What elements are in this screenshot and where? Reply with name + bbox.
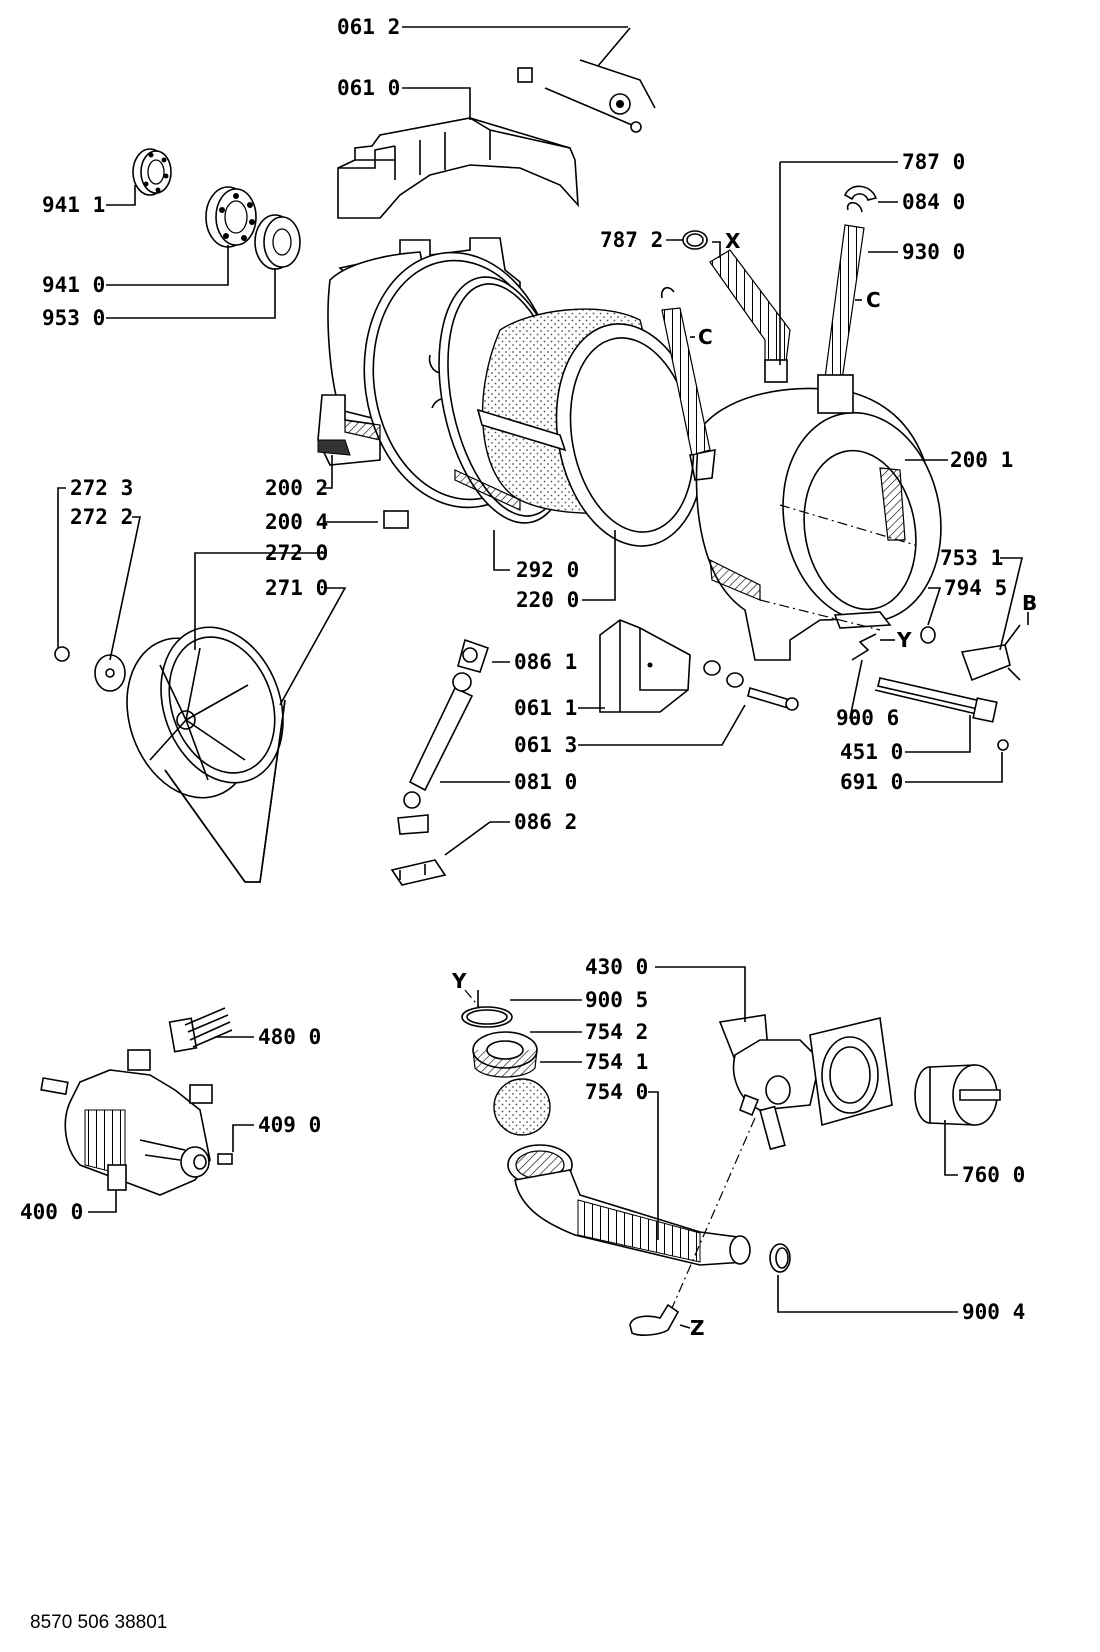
leader-bracket-0612	[579, 27, 656, 109]
hose-clamp-icon	[769, 1243, 791, 1273]
axis-line-y2	[464, 989, 481, 1009]
label-400-0: 400 0	[20, 1200, 83, 1224]
bearing-large-icon	[205, 186, 257, 248]
elbow-hose-icon	[629, 1303, 680, 1336]
leader-lines	[57, 26, 1029, 1329]
seal-gasket-icon	[472, 1031, 538, 1078]
seal-ring-icon	[254, 214, 301, 270]
counterweight-top-icon	[337, 117, 579, 219]
label-409-0: 409 0	[258, 1113, 321, 1137]
label-480-0: 480 0	[258, 1025, 321, 1049]
pulley-icon	[126, 626, 284, 799]
label-271-0: 271 0	[265, 576, 328, 600]
brush-icon	[217, 1153, 233, 1165]
label-272-2: 272 2	[70, 505, 133, 529]
block-clip-icon	[383, 510, 409, 529]
label-272-0: 272 0	[265, 541, 328, 565]
label-084-0: 084 0	[902, 190, 965, 214]
letter-b: B	[1022, 591, 1037, 615]
label-941-0: 941 0	[42, 273, 105, 297]
label-930-0: 930 0	[902, 240, 965, 264]
label-061-0: 061 0	[337, 76, 400, 100]
label-292-0: 292 0	[516, 558, 579, 582]
label-953-0: 953 0	[42, 306, 105, 330]
drum-icon	[454, 308, 705, 547]
plug-icon	[920, 626, 936, 644]
label-086-1: 086 1	[514, 650, 577, 674]
reference-letters: X C C Y B Y Z	[451, 229, 1037, 1340]
label-200-1: 200 1	[950, 448, 1013, 472]
label-753-1: 753 1	[940, 546, 1003, 570]
shock-absorber-icon	[397, 638, 490, 835]
axis-line-y	[759, 599, 881, 631]
label-754-0: 754 0	[585, 1080, 648, 1104]
thermostat-icon	[960, 624, 1021, 682]
label-081-0: 081 0	[514, 770, 577, 794]
ball-valve-icon	[493, 1078, 551, 1136]
letter-x: X	[725, 229, 741, 253]
part-labels: 061 2 061 0 941 1 941 0 953 0 787 0 084 …	[20, 15, 1025, 1324]
label-787-0: 787 0	[902, 150, 965, 174]
label-900-6: 900 6	[836, 706, 899, 730]
document-reference-number: 8570 506 38801	[30, 1612, 168, 1633]
front-tub-icon	[689, 384, 942, 661]
nut-icon	[54, 646, 70, 662]
label-691-0: 691 0	[840, 770, 903, 794]
bolt-assembly-icon	[517, 67, 642, 133]
label-061-3: 061 3	[514, 733, 577, 757]
damper-bracket-icon	[390, 859, 447, 886]
bellows-hose-icon	[709, 249, 791, 383]
spring-hose-right-icon	[817, 201, 865, 414]
label-754-1: 754 1	[585, 1050, 648, 1074]
label-220-0: 220 0	[516, 588, 579, 612]
label-430-0: 430 0	[585, 955, 648, 979]
label-272-3: 272 3	[70, 476, 133, 500]
label-787-2: 787 2	[600, 228, 663, 252]
connector-icon	[168, 1007, 233, 1053]
letter-c-right: C	[866, 288, 881, 312]
label-061-2: 061 2	[337, 15, 400, 39]
label-754-2: 754 2	[585, 1020, 648, 1044]
label-086-2: 086 2	[514, 810, 577, 834]
axis-line-z	[671, 1117, 756, 1309]
counterweight-front-icon	[599, 619, 691, 713]
letter-c-left: C	[698, 325, 713, 349]
letter-y-bottom: Y	[451, 969, 467, 993]
label-200-2: 200 2	[265, 476, 328, 500]
letter-y-top: Y	[896, 628, 912, 652]
spring-clip-icon	[851, 633, 877, 661]
heater-icon	[874, 677, 998, 723]
label-760-0: 760 0	[962, 1163, 1025, 1187]
label-900-5: 900 5	[585, 988, 648, 1012]
bearing-icon	[132, 148, 172, 196]
label-900-4: 900 4	[962, 1300, 1025, 1324]
clip-icon	[843, 185, 878, 201]
label-200-4: 200 4	[265, 510, 328, 534]
motor-icon	[40, 1049, 213, 1196]
pump-icon	[718, 1014, 893, 1151]
label-794-5: 794 5	[944, 576, 1007, 600]
axis-line-front	[779, 504, 916, 546]
filter-icon	[914, 1064, 1001, 1126]
label-061-1: 061 1	[514, 696, 577, 720]
bolt-washers-icon	[703, 660, 799, 711]
hose-icon	[507, 1144, 751, 1266]
spring-hose-left-icon	[660, 286, 711, 456]
label-941-1: 941 1	[42, 193, 105, 217]
letter-z: Z	[690, 1316, 705, 1340]
label-451-0: 451 0	[840, 740, 903, 764]
nut-small-icon	[997, 739, 1009, 751]
